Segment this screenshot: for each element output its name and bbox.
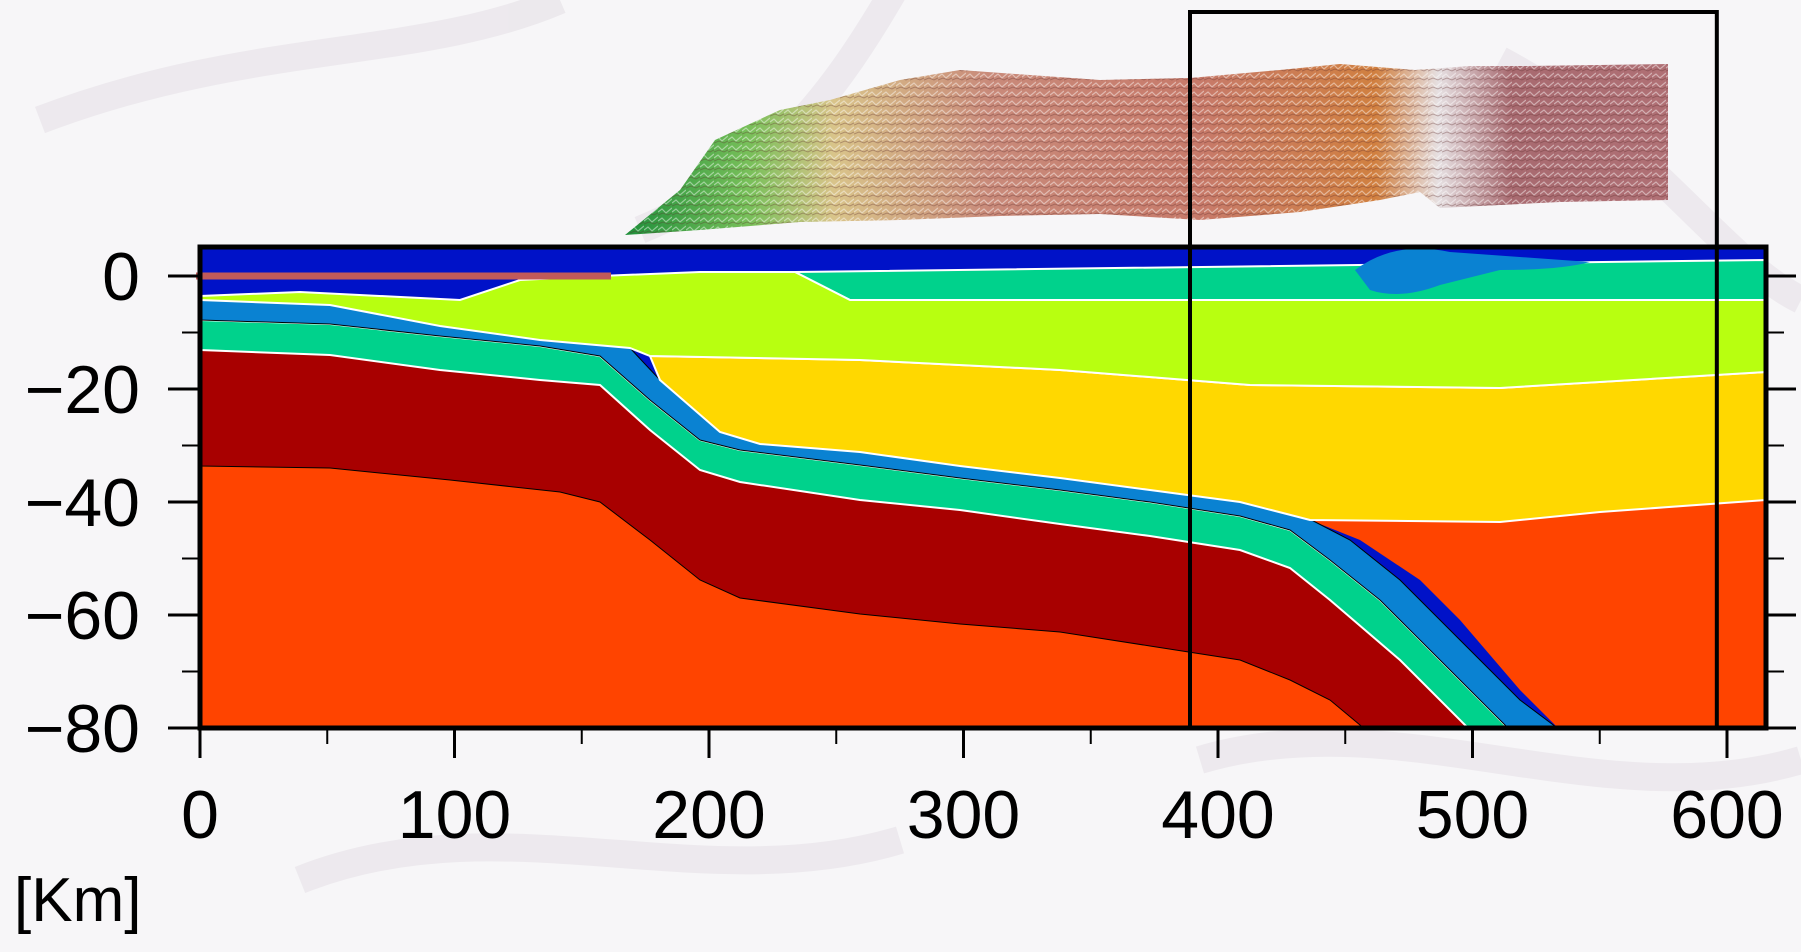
mantle-right (1310, 500, 1766, 728)
y-tick-label: −40 (25, 465, 140, 541)
x-tick-label: 400 (1161, 777, 1274, 853)
y-tick-label: 0 (102, 239, 140, 315)
mantle-layer (200, 466, 1364, 728)
x-tick-label: 0 (181, 777, 219, 853)
topography-relief-image (625, 64, 1668, 235)
plot-frame (197, 244, 1769, 731)
surface-blue-bump (1355, 248, 1590, 294)
x-unit-label: [Km] (14, 866, 142, 935)
x-tick-label: 600 (1670, 777, 1783, 853)
section-layers (200, 247, 1766, 728)
y-tick-label: −60 (25, 578, 140, 654)
y-tick-label: −20 (25, 352, 140, 428)
x-tick-label: 500 (1416, 777, 1529, 853)
x-tick-label: 200 (652, 777, 765, 853)
axes: 0 100 200 300 400 500 600 0 −20 −40 −60 −80 (25, 239, 1796, 853)
highlight-box (1188, 10, 1719, 730)
y-tick-label: −80 (25, 691, 140, 767)
x-tick-label: 100 (398, 777, 511, 853)
x-tick-label: 300 (907, 777, 1020, 853)
